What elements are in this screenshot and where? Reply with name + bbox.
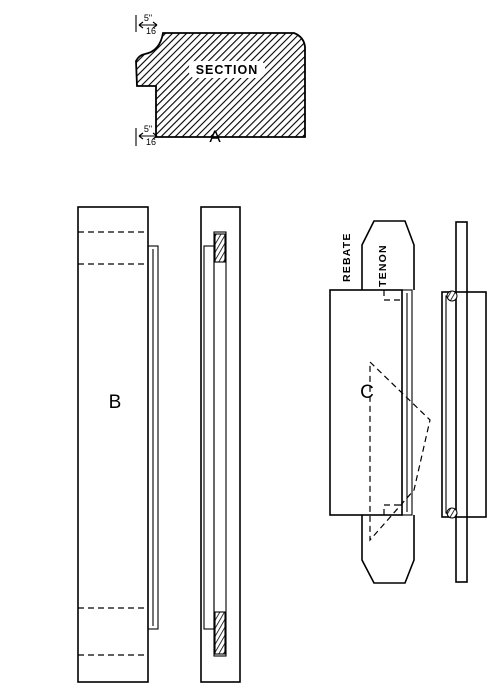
dimension-top-numerator: 5" <box>144 13 152 23</box>
rail-edge-rebate <box>445 295 457 514</box>
dimension-bottom-denominator: 16 <box>146 137 156 147</box>
figure-a-section: SECTION 5" 16 5" 16 A <box>135 13 306 147</box>
figure-c-label: C <box>360 382 374 403</box>
bead-bottom <box>446 507 458 519</box>
moulding-profile <box>135 32 306 138</box>
dimension-top-denominator: 16 <box>146 26 156 36</box>
dimension-bottom: 5" 16 <box>135 124 158 147</box>
section-label-background <box>189 61 265 78</box>
figure-b-face: B <box>77 206 159 683</box>
rebate-strip <box>147 245 159 630</box>
dimension-top: 5" 16 <box>135 13 158 36</box>
rail-rebate <box>401 289 413 516</box>
stile-face <box>77 206 149 683</box>
tenon-end-grain-top <box>214 233 226 263</box>
bead-top <box>446 290 458 302</box>
stile-edge <box>200 206 241 683</box>
edge-groove <box>213 231 227 657</box>
rail-edge-tenon <box>455 221 468 583</box>
figure-b-edge <box>200 206 241 683</box>
section-label: SECTION <box>196 63 259 77</box>
rebate-label: REBATE <box>341 232 353 282</box>
tenon-label: TENON <box>377 244 389 287</box>
tenon-end-grain-bottom <box>214 611 226 655</box>
haunch-outline <box>369 360 431 542</box>
figure-c-rail: C REBATE TENON <box>329 220 431 584</box>
rail-edge-body <box>441 291 487 518</box>
dimension-bottom-numerator: 5" <box>144 124 152 134</box>
figure-a-label: A <box>209 127 221 146</box>
figure-b-label: B <box>109 392 122 413</box>
edge-rebate <box>203 245 215 630</box>
tenon-outline <box>361 220 415 290</box>
figure-c-edge <box>441 221 487 583</box>
